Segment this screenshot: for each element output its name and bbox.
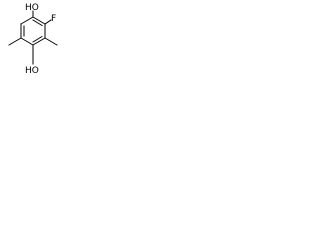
structural-formula: HO F HO: [8, 3, 58, 76]
fluorine-label: F: [51, 14, 56, 24]
bond-to-right-methyl: [44, 37, 58, 46]
bond-to-left-methyl: [8, 37, 22, 46]
double-bond-inner-top-right: [32, 19, 43, 27]
ring-bond-top-left: [20, 16, 34, 25]
ring-bond-bottom-left: [20, 37, 34, 46]
hydroxyl-bottom-label: HO: [25, 66, 39, 76]
bond-to-fluorine: [44, 19, 52, 25]
double-bond-inner-bottom-right: [32, 35, 43, 43]
hydroxyl-top-label: HO: [25, 3, 39, 13]
ring-bond-bottom-right: [32, 37, 46, 46]
ring-bond-top-right: [32, 16, 46, 25]
